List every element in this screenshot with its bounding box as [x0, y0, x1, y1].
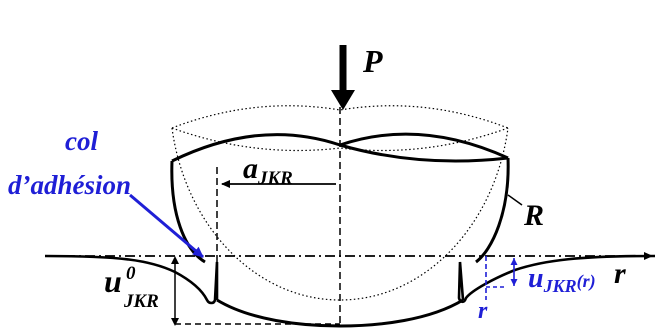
contact-radius-label: aJKR	[243, 152, 293, 189]
u0-label-sub: JKR	[123, 291, 159, 312]
undeformed-top-back	[171, 105, 509, 129]
surface-left	[44, 254, 219, 305]
u0-arrow-bottom	[171, 318, 179, 326]
undeformed-sphere	[171, 105, 509, 301]
u0-arrow-top	[171, 256, 179, 264]
force-label: P	[362, 43, 383, 79]
force-arrow-head	[331, 90, 355, 110]
undeformed-arc	[171, 127, 509, 301]
neck-label-line1: col	[65, 126, 98, 156]
deformed-top-front	[339, 143, 509, 163]
neck-label-line2: d’adhésion	[8, 170, 131, 200]
deformed-surface	[44, 254, 656, 305]
deformed-right-flank	[475, 157, 510, 264]
u0-label-main: u	[104, 263, 122, 299]
ur-label: uJKR(r)	[528, 263, 596, 296]
r-axis-label: r	[614, 257, 626, 290]
deformed-bottom	[216, 298, 464, 328]
radius-pointer	[507, 194, 523, 206]
radius-label: R	[523, 199, 544, 232]
u0-label-sup: 0	[126, 263, 136, 284]
r-marker-label: r	[478, 298, 488, 324]
neck-pointer-arrow	[129, 193, 204, 259]
deformed-sphere	[170, 132, 510, 328]
surface-right	[457, 254, 656, 304]
